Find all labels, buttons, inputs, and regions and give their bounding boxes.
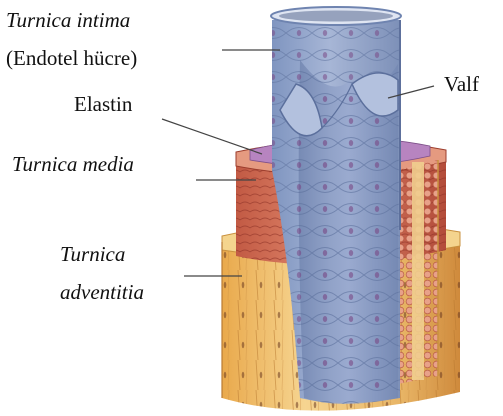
label-valve: Valf <box>444 74 479 95</box>
label-elastin: Elastin <box>74 94 132 115</box>
label-tunica-intima: Turnica intima <box>6 10 130 31</box>
label-endothelium: (Endotel hücre) <box>6 48 137 69</box>
label-tunica-adventitia-line1: Turnica <box>60 244 125 265</box>
label-tunica-media: Turnica media <box>12 154 134 175</box>
leader-line-elastin <box>162 119 262 154</box>
label-tunica-adventitia-line2: adventitia <box>60 282 144 303</box>
cutaway-wall <box>398 160 438 384</box>
